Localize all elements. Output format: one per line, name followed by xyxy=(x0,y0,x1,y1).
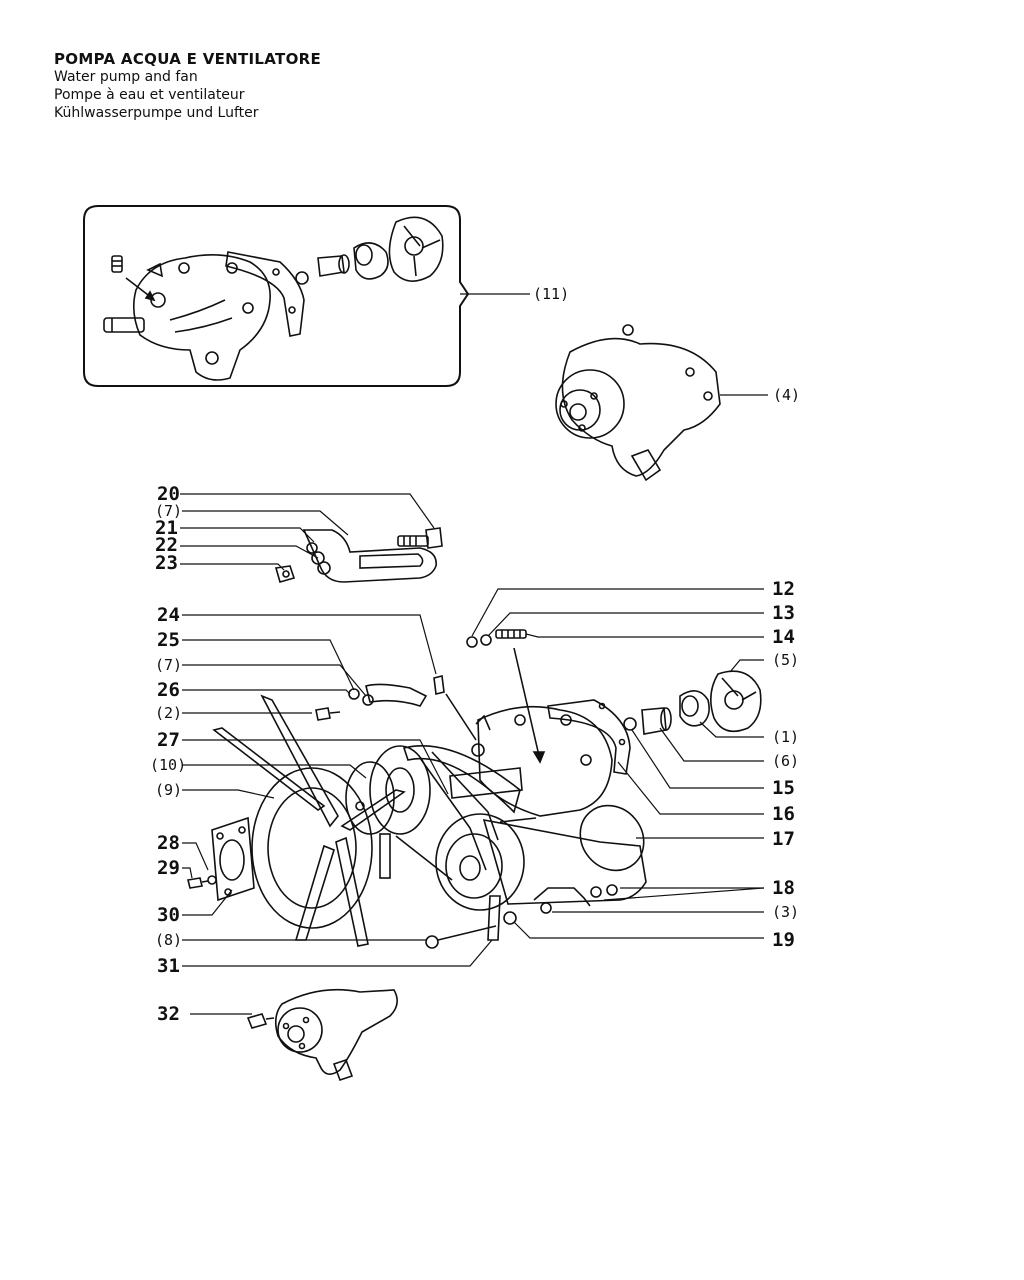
diagram-heading: POMPA ACQUA E VENTILATORE Water pump and… xyxy=(54,50,321,122)
callout-4: (4) xyxy=(773,386,800,404)
callout-5: (5) xyxy=(772,651,799,669)
callout-16: 16 xyxy=(772,803,795,825)
callout-14: 14 xyxy=(772,626,795,648)
callout-21: 21 xyxy=(155,517,178,539)
callout-1: (1) xyxy=(772,728,799,746)
leader-lines xyxy=(180,293,768,1015)
callout-2: (2) xyxy=(155,704,182,722)
callout-25: 25 xyxy=(157,629,180,651)
callout-31: 31 xyxy=(157,955,180,977)
callout-27: 27 xyxy=(157,729,180,751)
callout-23: 23 xyxy=(155,552,178,574)
pump-4-drawing xyxy=(555,324,721,482)
heading-line-english: Water pump and fan xyxy=(54,69,198,85)
inset-box xyxy=(83,205,470,387)
callout-20: 20 xyxy=(157,483,180,505)
callout-24: 24 xyxy=(157,604,180,626)
bracket-group-drawing xyxy=(274,527,443,583)
callout-17: 17 xyxy=(772,828,795,850)
callout-11: (11) xyxy=(533,285,569,303)
callout-19: 19 xyxy=(772,929,795,951)
heading-line-italian: POMPA ACQUA E VENTILATORE xyxy=(54,50,322,68)
callout-12: 12 xyxy=(772,578,795,600)
callout-7-bracket: (7) xyxy=(155,502,182,520)
callout-6: (6) xyxy=(772,752,799,770)
callout-18: 18 xyxy=(772,877,795,899)
callout-13: 13 xyxy=(772,602,795,624)
heading-line-german: Kühlwasserpumpe und Lufter xyxy=(54,105,259,121)
callout-8: (8) xyxy=(155,931,182,949)
callout-22: 22 xyxy=(155,534,178,556)
callout-32: 32 xyxy=(157,1003,180,1025)
callout-15: 15 xyxy=(772,777,795,799)
callout-29: 29 xyxy=(157,857,180,879)
main-assembly-drawing xyxy=(187,629,762,1082)
callout-7-belt: (7) xyxy=(155,656,182,674)
callout-labels: 20 (7) 21 22 23 24 25 (7) 26 (2) 27 (10)… xyxy=(150,285,800,1025)
inset-pump-drawing xyxy=(103,216,444,381)
heading-line-french: Pompe à eau et ventilateur xyxy=(54,87,245,103)
callout-30: 30 xyxy=(157,904,180,926)
callout-9: (9) xyxy=(155,781,182,799)
callout-28: 28 xyxy=(157,832,180,854)
callout-26: 26 xyxy=(157,679,180,701)
callout-10: (10) xyxy=(150,756,186,774)
callout-3: (3) xyxy=(772,903,799,921)
